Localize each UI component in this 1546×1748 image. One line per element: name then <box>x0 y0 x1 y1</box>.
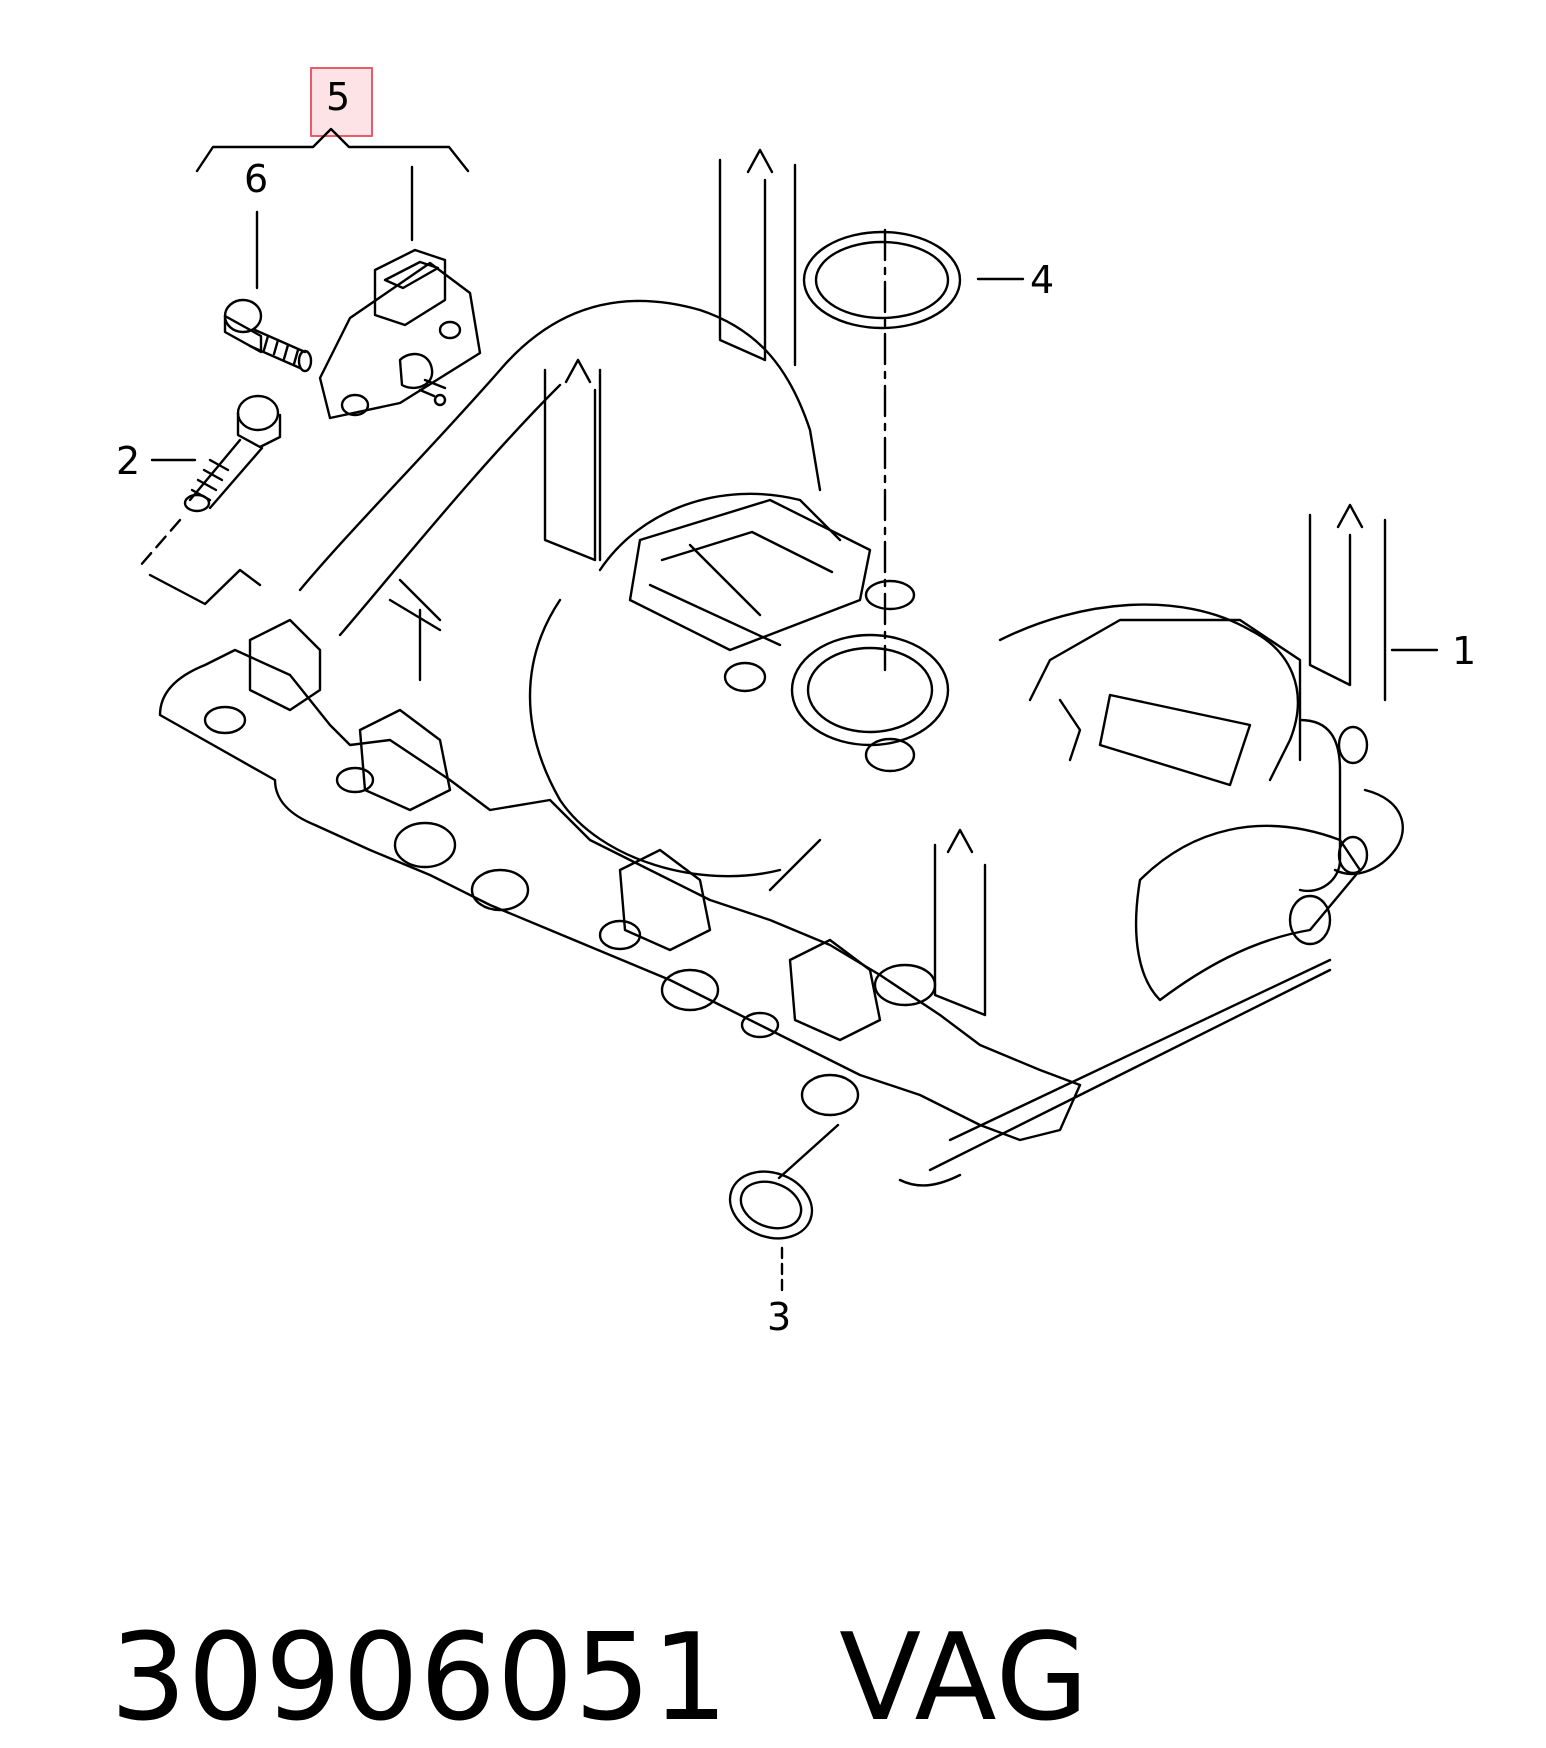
intake-manifold-1 <box>158 148 1404 1187</box>
callout-5-highlight[interactable] <box>310 67 373 137</box>
bracket-5 <box>195 127 470 173</box>
callout-labels: 1 2 3 4 5 6 <box>116 75 1476 1339</box>
callout-3[interactable]: 3 <box>767 1295 791 1339</box>
leader-2-dash <box>138 518 182 568</box>
o-ring-4 <box>802 230 962 330</box>
bolt-6 <box>223 298 313 373</box>
callout-2[interactable]: 2 <box>116 439 140 483</box>
brand-name: VAG <box>839 1609 1090 1748</box>
parts-diagram: 1 2 3 4 5 6 <box>116 67 1476 1339</box>
pressure-sensor-5 <box>318 248 482 420</box>
part-caption: 30906051 VAG <box>32 1470 1089 1748</box>
bolt-2 <box>183 394 282 513</box>
callout-6[interactable]: 6 <box>244 157 268 201</box>
callout-5[interactable]: 5 <box>326 75 350 119</box>
part-number: 30906051 <box>110 1609 730 1748</box>
leader-3b <box>777 1123 840 1180</box>
callout-1[interactable]: 1 <box>1452 629 1476 673</box>
o-ring-3 <box>728 1170 814 1240</box>
leader-2-bracket <box>148 568 262 606</box>
callout-4[interactable]: 4 <box>1030 258 1054 302</box>
